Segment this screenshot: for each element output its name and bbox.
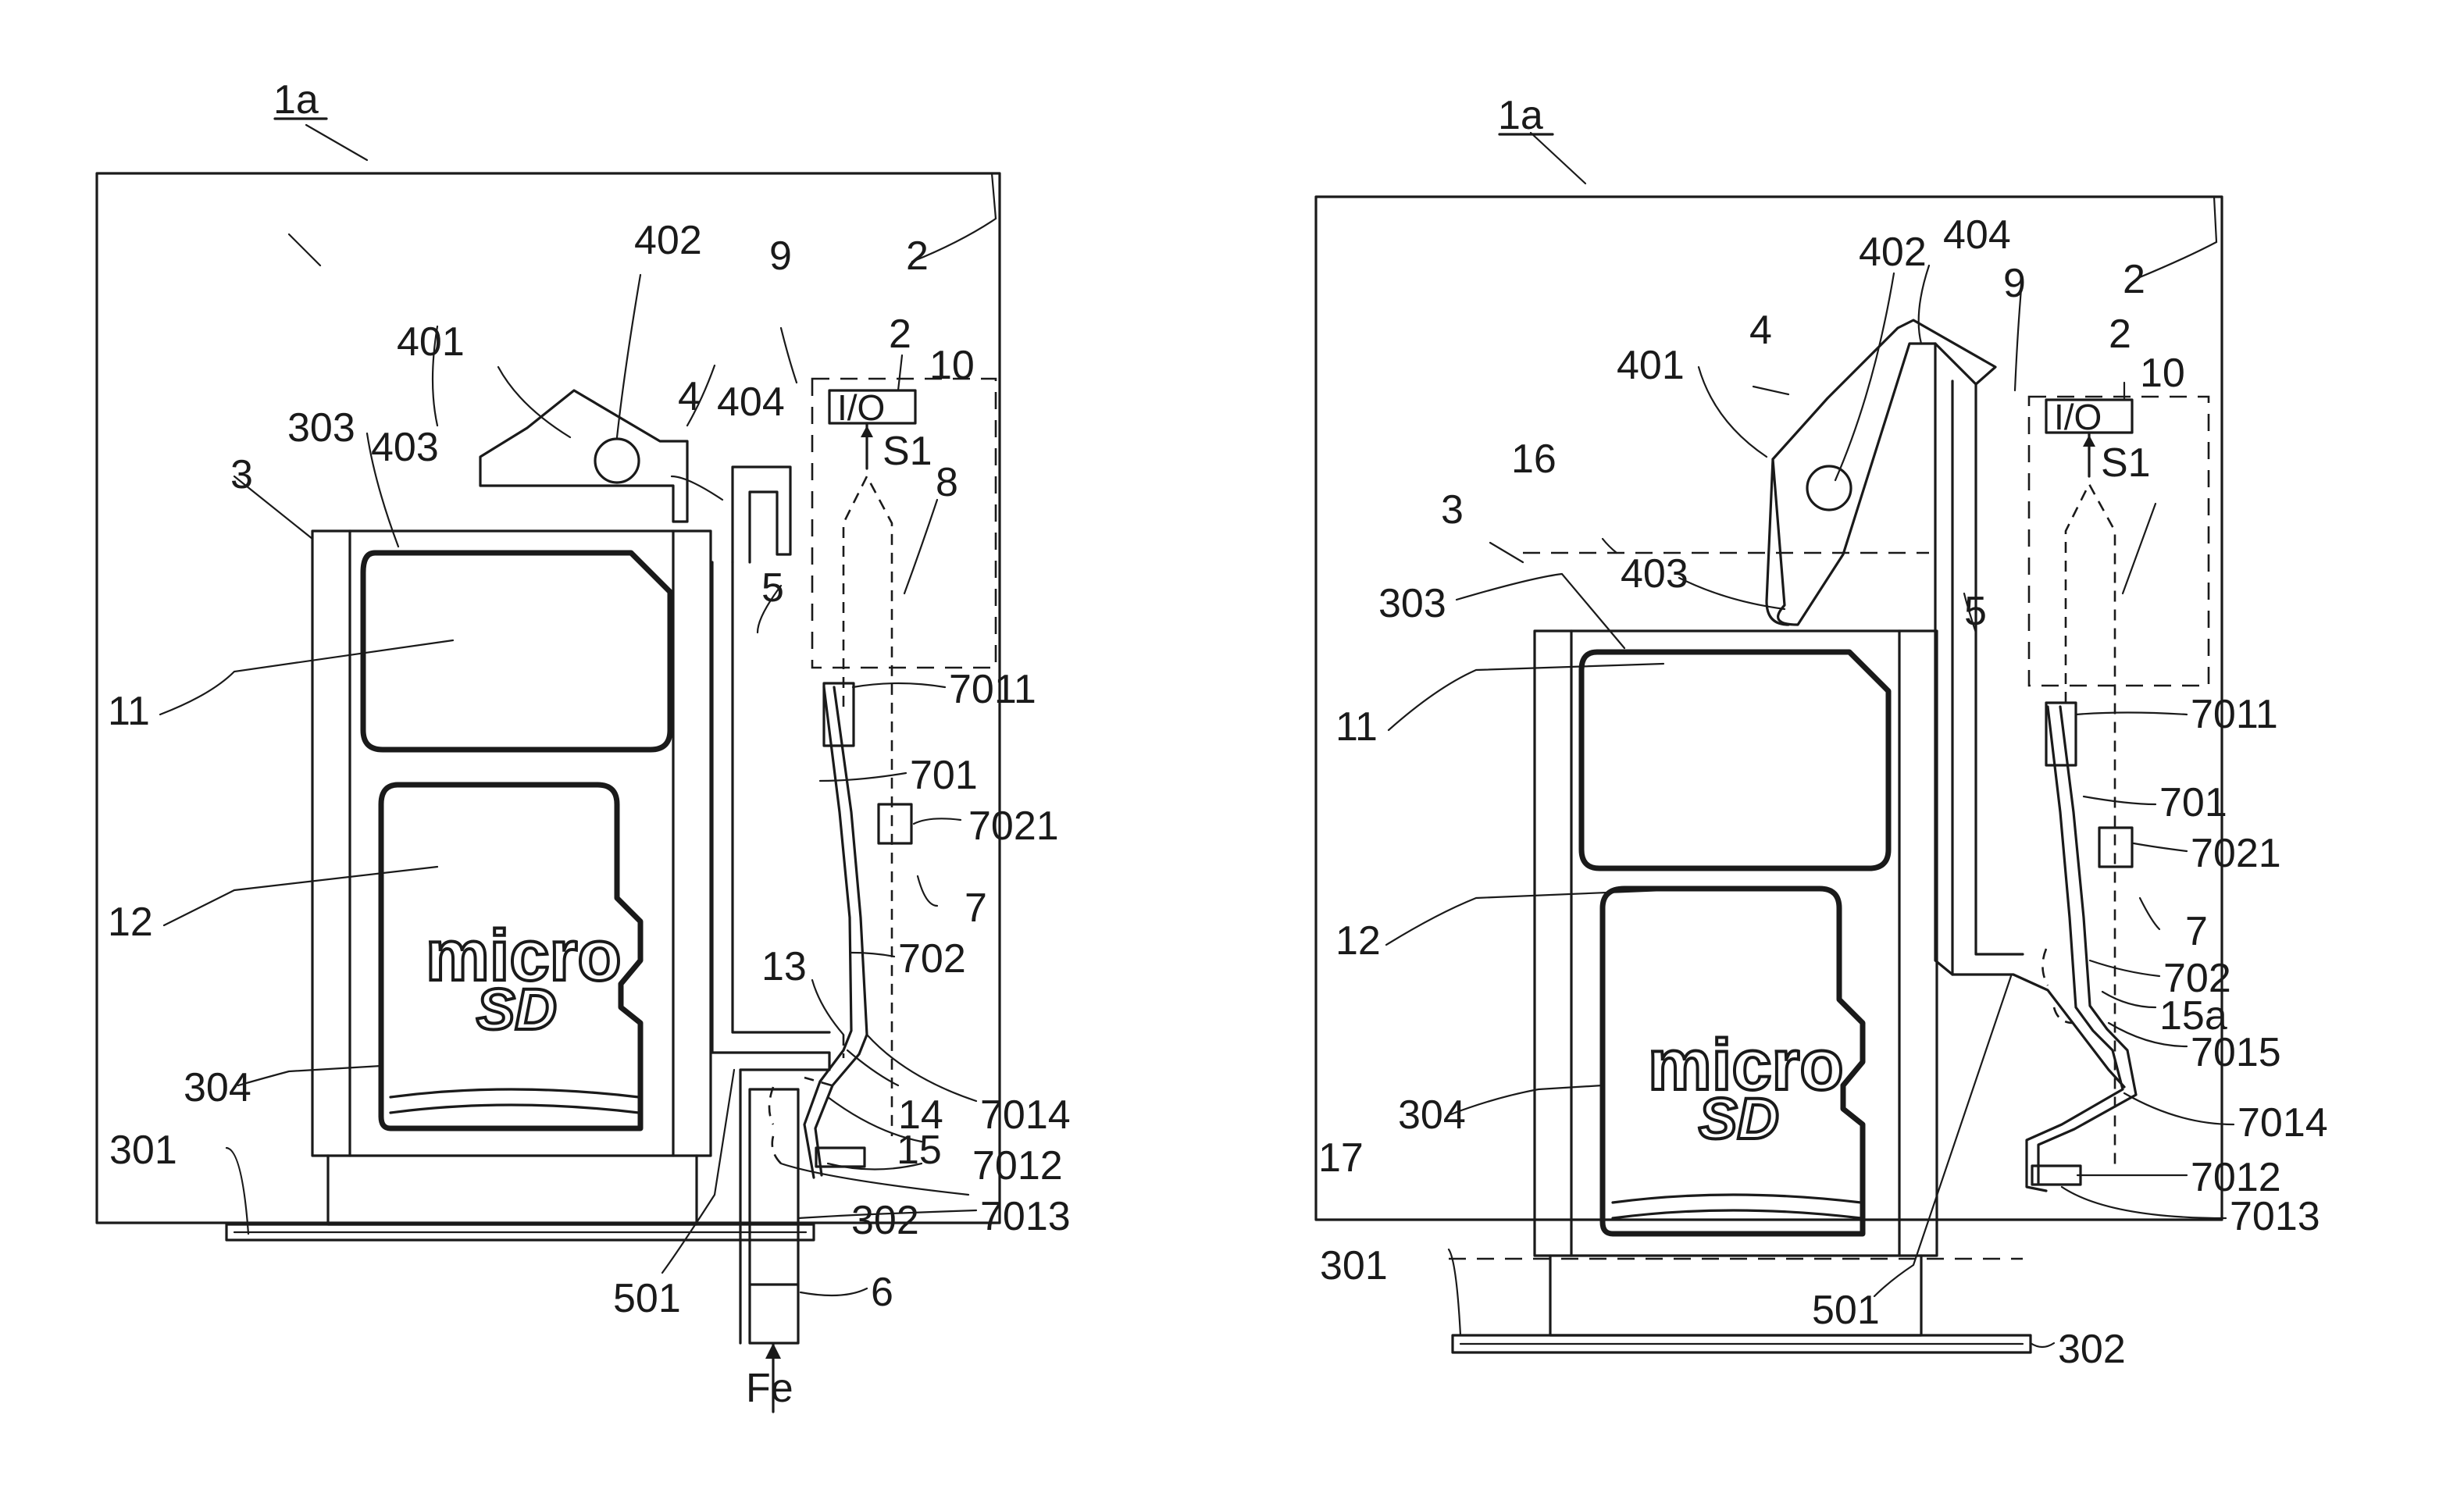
label-3-right: 3	[1441, 487, 1464, 533]
label-9: 9	[769, 233, 792, 279]
spring-contact	[879, 804, 911, 843]
tray-body	[312, 531, 711, 1156]
label-303: 303	[287, 405, 355, 451]
label-701: 701	[910, 753, 978, 798]
label-404-right: 404	[1943, 212, 2011, 258]
label-302-right: 302	[2058, 1327, 2126, 1372]
label-7011-right: 7011	[2191, 692, 2278, 737]
label-12-right: 12	[1335, 918, 1381, 964]
label-11: 11	[108, 689, 150, 734]
label-5: 5	[761, 565, 784, 611]
label-10-right: 10	[2140, 351, 2185, 396]
label-2b: 2	[889, 312, 911, 357]
label-403-right: 403	[1621, 551, 1688, 597]
label-9-right: 9	[2003, 261, 2026, 306]
label-403: 403	[371, 425, 439, 470]
label-2b-right: 2	[2109, 312, 2131, 357]
label-4-right: 4	[1749, 308, 1772, 353]
spring-right	[2027, 707, 2123, 1191]
label-404: 404	[717, 380, 785, 425]
label-401: 401	[397, 319, 465, 365]
sim-card	[363, 553, 670, 750]
figure-left: micro SD I/O	[97, 77, 1071, 1412]
label-7015: 7015	[2191, 1030, 2281, 1075]
sd-logo-sd-right: SD	[1699, 1086, 1779, 1151]
label-17: 17	[1318, 1135, 1364, 1181]
label-6: 6	[871, 1270, 893, 1315]
label-501: 501	[613, 1276, 681, 1321]
label-501-right: 501	[1812, 1288, 1880, 1333]
label-301-right: 301	[1320, 1243, 1388, 1288]
label-s1-right: S1	[2101, 440, 2151, 486]
label-4: 4	[678, 374, 701, 419]
label-402: 402	[634, 218, 702, 263]
labels-left: 1a 2 3 303 401 402 403 4 404 9 2 10 S1 8…	[108, 77, 1071, 1411]
labels-right: 1a 2 402 404 9 2 4 401 10 S1 16 3 403 30…	[1318, 93, 2328, 1372]
label-2: 2	[906, 233, 929, 279]
sim-card-right	[1581, 652, 1888, 868]
label-10: 10	[929, 343, 975, 388]
label-13: 13	[761, 944, 807, 989]
ejector	[750, 1089, 798, 1343]
label-7: 7	[965, 886, 987, 931]
label-302: 302	[851, 1198, 919, 1243]
label-7021-right: 7021	[2191, 831, 2281, 876]
label-15: 15	[897, 1128, 942, 1173]
label-7014: 7014	[980, 1092, 1071, 1138]
spring-tab-lower	[816, 1148, 865, 1167]
io-text-right: I/O	[2054, 397, 2102, 437]
push-rod-right	[1952, 381, 2124, 1087]
io-text: I/O	[837, 387, 885, 428]
label-7021: 7021	[968, 804, 1059, 849]
label-402-right: 402	[1859, 230, 1927, 275]
figure-right: micro SD I/O	[1316, 93, 2328, 1372]
label-301: 301	[109, 1128, 177, 1173]
label-401-right: 401	[1617, 343, 1685, 388]
sd-logo-sd: SD	[476, 977, 557, 1042]
label-16: 16	[1511, 437, 1556, 482]
lever-pivot-right	[1807, 466, 1851, 510]
tray-body-right	[1535, 631, 1937, 1256]
lever-body	[480, 390, 687, 522]
label-1a-right: 1a	[1498, 93, 1543, 138]
label-7013-right: 7013	[2230, 1194, 2320, 1239]
label-8: 8	[936, 460, 958, 505]
label-7013: 7013	[980, 1194, 1071, 1239]
label-7012: 7012	[972, 1143, 1063, 1188]
lever-body-right	[1773, 320, 1995, 625]
label-12: 12	[108, 900, 153, 945]
label-304: 304	[184, 1065, 251, 1110]
label-701-right: 701	[2159, 780, 2227, 825]
label-s1: S1	[883, 429, 932, 474]
label-7-right: 7	[2185, 909, 2208, 954]
label-7011: 7011	[949, 667, 1036, 712]
label-fe: Fe	[746, 1366, 793, 1411]
label-3: 3	[230, 452, 253, 497]
label-11-right: 11	[1335, 704, 1378, 750]
label-2-right: 2	[2123, 257, 2145, 302]
label-303-right: 303	[1378, 581, 1446, 626]
label-1a: 1a	[273, 77, 319, 123]
label-702: 702	[898, 936, 966, 982]
label-7014-right: 7014	[2238, 1100, 2328, 1146]
label-304-right: 304	[1398, 1092, 1466, 1138]
label-5-right: 5	[1964, 589, 1987, 634]
lever-pivot	[595, 439, 639, 483]
